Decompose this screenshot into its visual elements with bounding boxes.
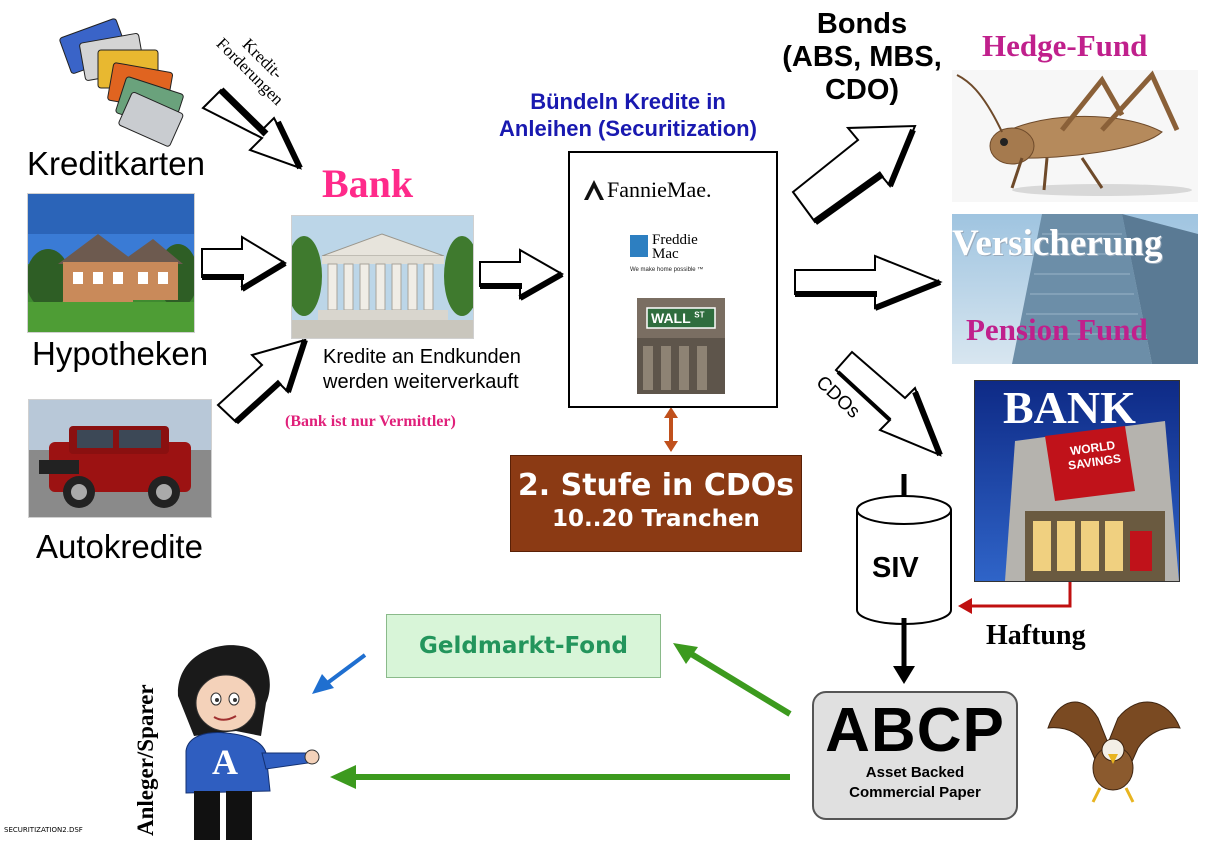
- siv-label: SIV: [872, 552, 919, 584]
- securitization-heading: Bündeln Kredite in Anleihen (Securitizat…: [470, 88, 786, 142]
- freddie-tagline: We make home possible ™: [630, 267, 704, 273]
- bank-desc-line2: werden weiterverkauft: [323, 371, 519, 393]
- arrow-to-hedge-fund: [791, 124, 917, 225]
- bank-caps-label: BANK: [1003, 382, 1136, 433]
- versicherung-label: Versicherung: [952, 223, 1163, 264]
- arrow-cdos-to-siv: [834, 350, 943, 457]
- bank-note: (Bank ist nur Vermittler): [285, 413, 456, 430]
- bonds-line3: CDO): [824, 74, 900, 106]
- grasshopper-image: [952, 70, 1198, 202]
- arrow-abcp-to-anleger: [330, 765, 790, 789]
- securitization-line1: Bündeln Kredite in: [530, 89, 726, 114]
- wall-text: WALL: [651, 310, 691, 326]
- abcp-title: ABCP: [825, 696, 1005, 765]
- anleger-shirt-letter: A: [212, 742, 238, 782]
- footer-filename: SECURITIZATION2.DSF: [4, 826, 83, 834]
- arrow-siv-to-abcp: [893, 618, 915, 684]
- bank-description: Kredite an Endkunden werden weiterverkau…: [323, 345, 521, 395]
- label-autokredite: Autokredite: [36, 528, 203, 565]
- arrow-haftung: [958, 582, 1072, 614]
- abcp-line1: Asset Backed: [865, 764, 965, 781]
- fannie-mae-text: FannieMae.: [607, 177, 712, 202]
- bank-title: Bank: [322, 161, 414, 206]
- cdo-stage-line2: 10..20 Tranchen: [552, 506, 760, 532]
- bank-building-image: [291, 215, 474, 339]
- haftung-label: Haftung: [986, 620, 1086, 651]
- pension-fund-label: Pension Fund: [966, 312, 1148, 347]
- securitization-box: FannieMae. Freddie Mac We make home poss…: [568, 151, 778, 408]
- bank-desc-line1: Kredite an Endkunden: [323, 346, 521, 368]
- arrow-autokredite-to-bank: [216, 338, 308, 425]
- fannie-mae-logo: FannieMae.: [584, 177, 711, 203]
- double-arrow-cdo-stage: [664, 407, 678, 452]
- anleger-sparer-label: Anleger/Sparer: [133, 684, 158, 836]
- securitization-line2: Anleihen (Securitization): [499, 116, 757, 141]
- versicherung-image: Versicherung Pension Fund: [952, 214, 1198, 364]
- anleger-character: A: [166, 641, 326, 840]
- house-image: [27, 193, 195, 333]
- freddie-mac-house-icon: [630, 235, 648, 257]
- label-kreditkarten: Kreditkarten: [27, 145, 205, 182]
- arrow-abcp-to-geldmarkt: [673, 643, 792, 717]
- arrow-bank-to-securitization: [479, 248, 565, 301]
- car-image: [28, 399, 212, 518]
- wall-sign-text: WALL ST: [651, 310, 705, 326]
- arrow-hypotheken-to-bank: [201, 235, 287, 292]
- bonds-line2: (ABS, MBS,: [782, 41, 942, 73]
- arrow-kreditkarten-to-bank: [201, 87, 303, 170]
- cdo-stage-line1: 2. Stufe in CDOs: [517, 468, 795, 503]
- label-hypotheken: Hypotheken: [32, 335, 209, 372]
- st-text: ST: [694, 310, 705, 320]
- credit-cards-image: [58, 12, 188, 147]
- world-savings-bank-image: BANK WORLD SAVINGS: [974, 380, 1180, 582]
- freddie-mac-logo: Freddie Mac: [630, 232, 698, 262]
- freddie-line1: Freddie: [652, 232, 698, 248]
- hedge-fund-label: Hedge-Fund: [982, 28, 1148, 63]
- abcp-line2: Commercial Paper: [849, 784, 981, 801]
- arrow-geldmarkt-to-anleger: [312, 653, 367, 694]
- freddie-line2: Mac: [652, 246, 679, 262]
- cdo-stage-box: 2. Stufe in CDOs 10..20 Tranchen: [510, 455, 802, 552]
- wall-street-image: WALL ST: [637, 298, 725, 394]
- bonds-line1: Bonds: [816, 8, 908, 40]
- abcp-box: ABCP Asset Backed Commercial Paper: [812, 691, 1018, 820]
- arrow-to-versicherung: [794, 254, 943, 311]
- siv-cylinder: [856, 495, 952, 625]
- bonds-label: Bonds (ABS, MBS, CDO): [768, 8, 956, 107]
- eagle-image: [1038, 688, 1188, 806]
- geldmarkt-fond-box: Geldmarkt-Fond: [386, 614, 661, 678]
- fannie-mae-icon: [584, 180, 604, 200]
